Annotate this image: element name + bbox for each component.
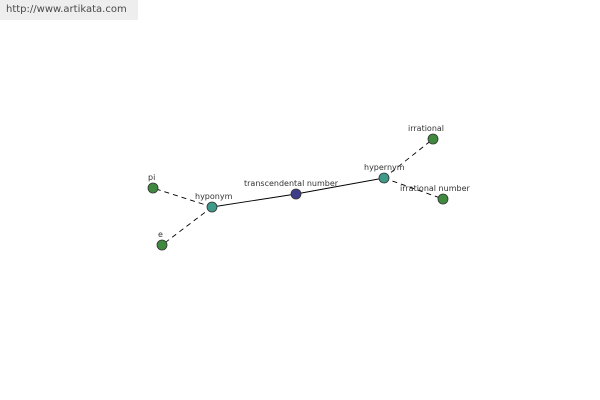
label-pi: pi <box>148 173 155 182</box>
edge-hyponym-to-center <box>211 193 297 208</box>
node-irrational-number[interactable] <box>437 193 449 205</box>
node-transcendental-number[interactable] <box>290 188 302 200</box>
node-hyponym[interactable] <box>206 201 218 213</box>
label-e: e <box>158 230 163 239</box>
node-irrational[interactable] <box>427 133 439 145</box>
site-url[interactable]: http://www.artikata.com <box>6 4 127 15</box>
label-layer: transcendental number hyponym hypernym p… <box>148 124 470 239</box>
edge-layer <box>152 138 444 246</box>
label-transcendental-number: transcendental number <box>244 179 339 188</box>
node-layer <box>147 133 449 251</box>
label-hyponym: hyponym <box>195 192 233 201</box>
node-e[interactable] <box>156 239 168 251</box>
url-banner: http://www.artikata.com <box>0 0 138 20</box>
node-pi[interactable] <box>147 182 159 194</box>
edge-center-to-hypernym <box>295 177 385 195</box>
label-irrational: irrational <box>408 124 444 133</box>
edge-hyponym-to-pi <box>152 187 213 208</box>
label-hypernym: hypernym <box>364 163 405 172</box>
edge-hypernym-to-irrational-number <box>383 177 444 200</box>
label-irrational-number: irrational number <box>400 184 470 193</box>
edge-hyponym-to-e <box>161 206 213 246</box>
edge-hypernym-to-irrational <box>383 138 434 179</box>
node-hypernym[interactable] <box>378 172 390 184</box>
